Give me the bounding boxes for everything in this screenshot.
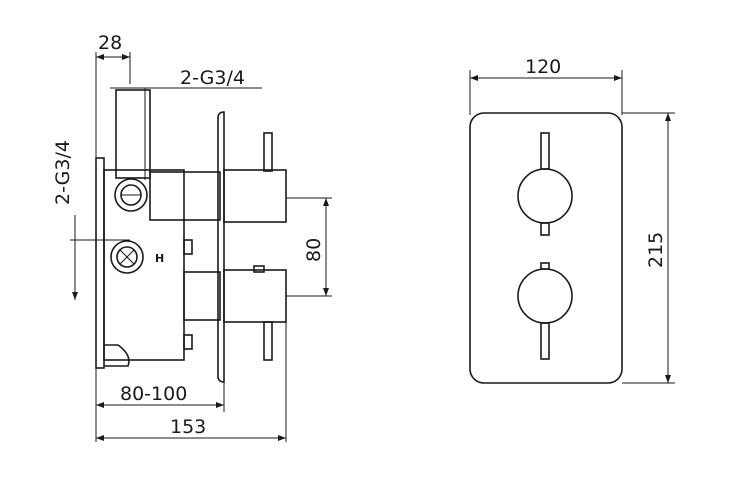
upper-connector <box>114 178 148 212</box>
dim-label-215: 215 <box>645 232 667 268</box>
dim-inlet-thread: 2-G3/4 <box>52 140 130 300</box>
dim-label-outlet-thread: 2-G3/4 <box>180 67 245 89</box>
lower-knob-front <box>517 262 573 360</box>
dim-label-28: 28 <box>98 32 122 54</box>
side-boss-2 <box>183 334 193 350</box>
dim-153: 153 <box>96 322 287 442</box>
lower-lever <box>263 321 273 361</box>
side-boss-1 <box>183 239 193 255</box>
upper-pipe <box>115 89 151 179</box>
side-view: 28 2-G3/4 2-G3/4 <box>52 32 332 442</box>
valve-body <box>103 169 185 361</box>
back-plate <box>95 157 105 369</box>
dim-80-100: 80-100 <box>95 368 225 442</box>
dim-215: 215 <box>622 112 675 384</box>
lower-connector <box>110 240 144 274</box>
dim-outlet-thread: 2-G3/4 <box>110 67 262 180</box>
upper-knob-front <box>517 132 573 236</box>
dim-label-80-100: 80-100 <box>120 383 187 405</box>
cover-plate <box>217 111 225 383</box>
upper-knob-body <box>223 169 287 223</box>
dim-label-120: 120 <box>525 56 561 78</box>
lower-lever-cap <box>253 265 265 273</box>
bottom-spout <box>104 344 130 367</box>
front-view: 120 215 <box>469 56 675 384</box>
hot-marker: H <box>155 252 164 265</box>
dim-label-inlet-thread: 2-G3/4 <box>52 140 74 205</box>
lower-sleeve <box>183 271 221 321</box>
front-cover-plate <box>469 112 623 384</box>
lower-knob-body <box>223 269 287 323</box>
dim-label-80: 80 <box>303 238 325 262</box>
upper-lever <box>263 132 273 172</box>
dim-28: 28 <box>95 32 131 160</box>
dim-label-153: 153 <box>170 416 206 438</box>
upper-sleeve <box>149 171 221 221</box>
dim-120: 120 <box>469 56 623 115</box>
dim-80: 80 <box>286 197 332 297</box>
